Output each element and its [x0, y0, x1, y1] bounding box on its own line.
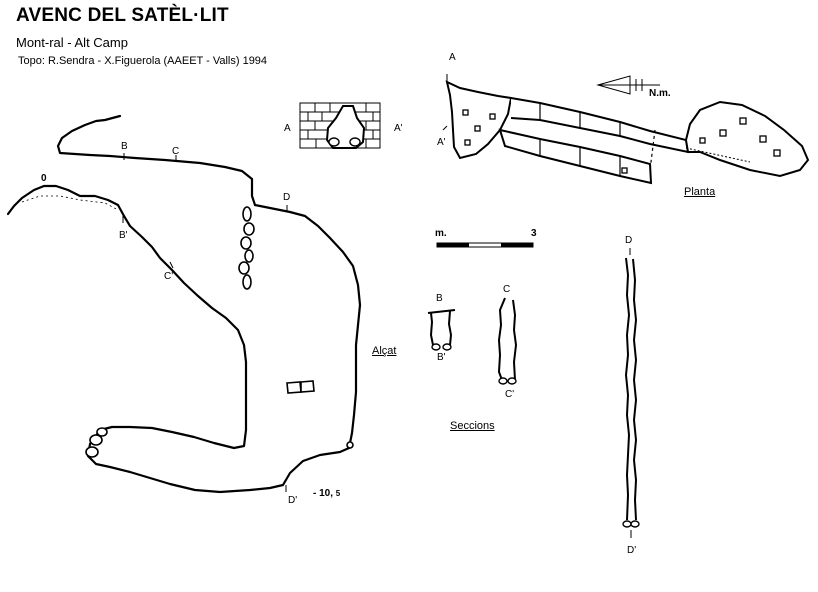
- plan-mark-a: A: [449, 52, 456, 63]
- elevation-mark-c-prime: C': [164, 271, 174, 282]
- elevation-left-slope: [6, 184, 248, 450]
- plan-view: [442, 74, 810, 185]
- elevation-section-label: Alçat: [372, 345, 397, 357]
- elevation-floor-block: [286, 380, 315, 394]
- elevation-mark-d-prime: D': [288, 495, 298, 506]
- elevation-right-wall: [253, 203, 362, 450]
- section-mark-d: D: [625, 235, 633, 246]
- north-label: N.m.: [649, 88, 671, 99]
- scale-unit-label: m.: [435, 228, 447, 239]
- section-mark-b-prime: B': [437, 352, 446, 363]
- map-location: Mont-ral - Alt Camp: [16, 35, 128, 50]
- elevation-mark-b-prime: B': [119, 230, 128, 241]
- depth-top-label: 0: [41, 173, 47, 184]
- depth-bottom-label: - 10, 5: [313, 488, 341, 499]
- north-arrow-icon: [596, 75, 660, 95]
- entrance-mark-a-prime: A': [394, 123, 403, 134]
- plan-section-label: Planta: [684, 186, 716, 198]
- elevation-mark-b: B: [121, 141, 128, 152]
- scale-bar: [436, 242, 534, 248]
- map-title: AVENC DEL SATÈL·LIT: [16, 5, 229, 26]
- section-tick-marks: [629, 248, 632, 538]
- elevation-mark-c: C: [172, 146, 180, 157]
- map-credits: Topo: R.Sendra - X.Figuerola (AAEET - Va…: [18, 55, 268, 67]
- elevation-floor: [86, 428, 351, 494]
- elevation-slope-ground: [21, 195, 119, 211]
- elevation-boulders: [85, 206, 354, 458]
- section-boulders: [431, 343, 640, 528]
- elevation-tick-marks: [122, 153, 288, 492]
- scale-max-label: 3: [531, 228, 537, 239]
- section-mark-c: C: [503, 284, 511, 295]
- section-mark-b: B: [436, 293, 443, 304]
- entrance-section: [299, 102, 381, 149]
- section-mark-c-prime: C': [505, 389, 515, 400]
- entrance-mark-a: A: [284, 123, 291, 134]
- sections-drawing: [427, 257, 638, 521]
- sections-label: Seccions: [450, 420, 495, 432]
- elevation-upper-wall: [56, 114, 257, 207]
- plan-mark-a-prime: A': [437, 137, 446, 148]
- section-mark-d-prime: D': [627, 545, 637, 556]
- elevation-mark-d: D: [283, 192, 291, 203]
